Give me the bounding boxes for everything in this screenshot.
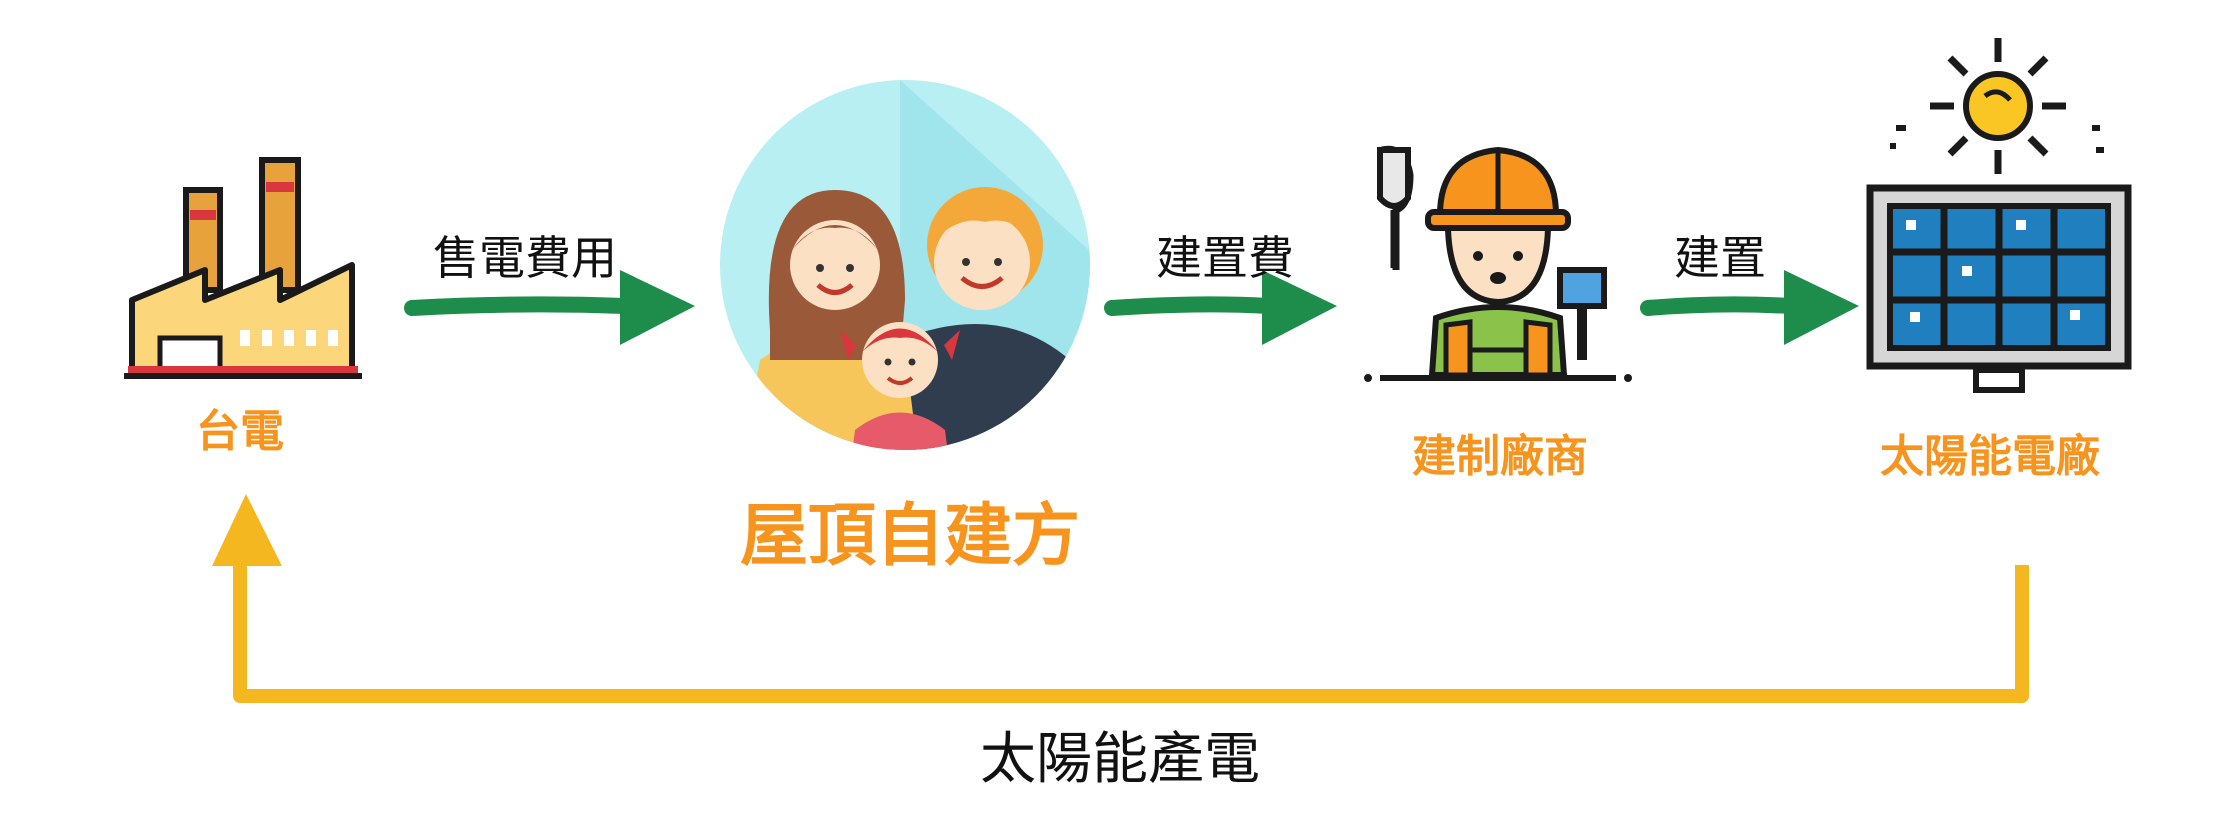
- family-icon: [720, 80, 1090, 450]
- solar-panel-icon: [1866, 184, 2132, 393]
- arrow-construction-fee: [1104, 270, 1337, 345]
- node-label-homeowner: 屋頂自建方: [739, 497, 1080, 576]
- edge-label-solar-generation: 太陽能產電: [980, 727, 1260, 792]
- edge-label-construct: 建置: [1674, 231, 1766, 285]
- factory-icon: [124, 157, 362, 379]
- edge-label-construction-fee: 建置費: [1156, 231, 1294, 285]
- construction-worker-icon: [1364, 145, 1632, 382]
- edge-label-sell-electricity: 售電費用: [433, 231, 617, 285]
- arrow-sell-electricity: [404, 270, 695, 345]
- node-label-solar-plant: 太陽能電廠: [1880, 431, 2100, 482]
- sun-icon: [1890, 38, 2104, 174]
- arrow-solar-generation: [212, 494, 2029, 703]
- node-label-contractor: 建制廠商: [1412, 431, 1588, 482]
- arrow-construct: [1640, 270, 1859, 345]
- node-label-power-company: 台電: [196, 406, 284, 457]
